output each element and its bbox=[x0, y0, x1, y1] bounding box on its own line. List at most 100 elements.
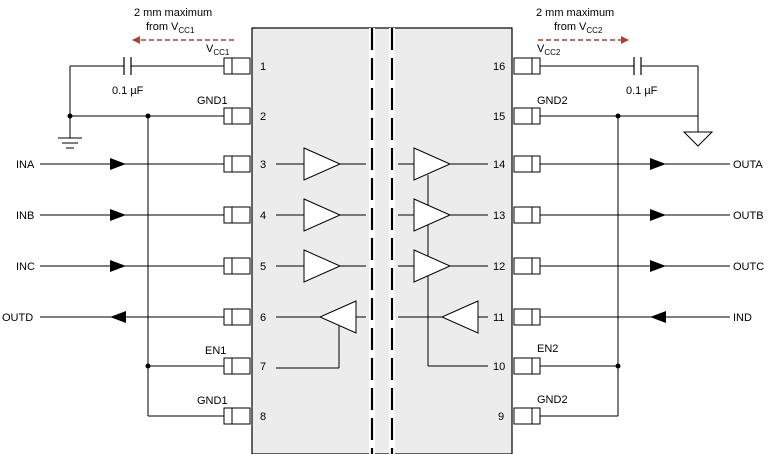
pin-pad bbox=[223, 407, 251, 425]
chassis-ground-icon bbox=[682, 131, 714, 147]
left-signal-lines bbox=[40, 163, 224, 318]
pin-pad bbox=[223, 308, 251, 326]
pin-pad bbox=[513, 357, 541, 375]
signal-outb: OUTB bbox=[733, 210, 764, 222]
pin-labels-right: VCC2 GND2 EN2 GND2 bbox=[537, 43, 568, 406]
buffer-channel-d-output bbox=[318, 300, 357, 334]
pin-pad bbox=[513, 407, 541, 425]
pin-number: 14 bbox=[493, 159, 505, 171]
buffer-channel-c-input bbox=[303, 249, 342, 283]
right-signal-arrows bbox=[650, 158, 666, 323]
pin-16: 16 bbox=[493, 57, 541, 75]
pin-6: 6 bbox=[223, 308, 266, 326]
pin-labels-left: VCC1 GND1 EN1 GND1 bbox=[197, 43, 230, 407]
arrow-right-icon bbox=[110, 209, 126, 221]
isolation-barrier bbox=[369, 28, 395, 454]
signal-inb: INB bbox=[16, 210, 34, 222]
left-signal-arrows bbox=[110, 158, 126, 323]
pin-pad bbox=[223, 57, 251, 75]
arrow-right-icon bbox=[110, 260, 126, 272]
capacitor-right-value: 0.1 µF bbox=[626, 85, 658, 97]
dimension-left-line2: from VCC1 bbox=[146, 21, 195, 35]
pin-label-en2: EN2 bbox=[537, 343, 558, 355]
junction-dot bbox=[615, 363, 621, 369]
buffer-channel-a-output bbox=[413, 147, 452, 181]
pin-5: 5 bbox=[223, 257, 266, 275]
junction-dot bbox=[615, 113, 621, 119]
pin-10: 10 bbox=[493, 357, 541, 375]
dimension-left: 2 mm maximum from VCC1 bbox=[132, 7, 236, 44]
buffer-channel-b-input bbox=[303, 198, 342, 232]
ground-icon bbox=[58, 137, 82, 149]
capacitor-left-value: 0.1 µF bbox=[112, 85, 144, 97]
pin-pad bbox=[513, 206, 541, 224]
pin-pad bbox=[223, 257, 251, 275]
pin-number: 4 bbox=[260, 210, 266, 222]
arrow-right-icon bbox=[650, 260, 666, 272]
pin-label-gnd2-top: GND2 bbox=[537, 95, 568, 107]
buffer-channel-b-output bbox=[413, 198, 452, 232]
pin-pad bbox=[513, 257, 541, 275]
buffers bbox=[303, 147, 479, 334]
pin-pad bbox=[513, 107, 541, 125]
capacitor-left bbox=[123, 57, 132, 75]
right-signal-lines bbox=[540, 163, 730, 318]
pin-pad bbox=[223, 155, 251, 173]
pin-pad bbox=[223, 357, 251, 375]
pin-number: 2 bbox=[260, 111, 266, 123]
signal-outd: OUTD bbox=[2, 312, 33, 324]
capacitor-right bbox=[633, 57, 642, 75]
buffer-channel-d-input bbox=[440, 300, 479, 334]
chip-body bbox=[251, 27, 513, 454]
pin-8: 8 bbox=[223, 407, 266, 425]
arrow-right-icon bbox=[650, 158, 666, 170]
pin-number: 1 bbox=[260, 61, 266, 73]
pin-pad bbox=[513, 57, 541, 75]
arrow-left-icon bbox=[110, 311, 126, 323]
pin-number: 16 bbox=[493, 61, 505, 73]
signal-ina: INA bbox=[16, 159, 35, 171]
pin-label-gnd1-bottom: GND1 bbox=[197, 395, 228, 407]
buffer-channel-c-output bbox=[413, 249, 452, 283]
dimension-left-line1: 2 mm maximum bbox=[134, 7, 212, 19]
signal-ind: IND bbox=[733, 312, 752, 324]
pin-pad bbox=[223, 206, 251, 224]
junction-dot bbox=[67, 113, 73, 119]
pin-number: 7 bbox=[260, 361, 266, 373]
dimension-right-line1: 2 mm maximum bbox=[536, 7, 614, 19]
pin-number: 5 bbox=[260, 261, 266, 273]
pin-pad bbox=[513, 155, 541, 173]
pin-number: 10 bbox=[493, 361, 505, 373]
pin-pad bbox=[513, 308, 541, 326]
signal-outc: OUTC bbox=[733, 261, 764, 273]
pin-1: 1 bbox=[223, 57, 266, 75]
pin-number: 9 bbox=[498, 411, 504, 423]
arrow-right-icon bbox=[650, 209, 666, 221]
pin-14: 14 bbox=[493, 155, 541, 173]
signal-outa: OUTA bbox=[733, 159, 763, 171]
arrow-right-icon bbox=[110, 158, 126, 170]
junction-dot bbox=[145, 363, 151, 369]
pin-number: 8 bbox=[260, 411, 266, 423]
pin-7: 7 bbox=[223, 357, 266, 375]
pin-12: 12 bbox=[493, 257, 541, 275]
pin-label-en1: EN1 bbox=[205, 345, 226, 357]
left-supply-network bbox=[69, 65, 224, 138]
pin-number: 15 bbox=[493, 111, 505, 123]
junction-dot bbox=[145, 113, 151, 119]
arrow-left-icon bbox=[650, 311, 666, 323]
pin-number: 3 bbox=[260, 159, 266, 171]
dimension-right-line2: from VCC2 bbox=[554, 21, 603, 35]
signal-inc: INC bbox=[16, 261, 35, 273]
pin-number: 11 bbox=[493, 312, 504, 324]
dimension-right: 2 mm maximum from VCC2 bbox=[536, 7, 629, 44]
buffer-channel-a-input bbox=[303, 147, 342, 181]
pin-15: 15 bbox=[493, 107, 541, 125]
pin-label-vcc2: VCC2 bbox=[537, 43, 561, 57]
pin-3: 3 bbox=[223, 155, 266, 173]
pin-label-vcc1: VCC1 bbox=[206, 43, 230, 57]
left-pins: 1 2 3 4 5 6 7 8 bbox=[223, 57, 266, 425]
pin-number: 12 bbox=[493, 261, 505, 273]
